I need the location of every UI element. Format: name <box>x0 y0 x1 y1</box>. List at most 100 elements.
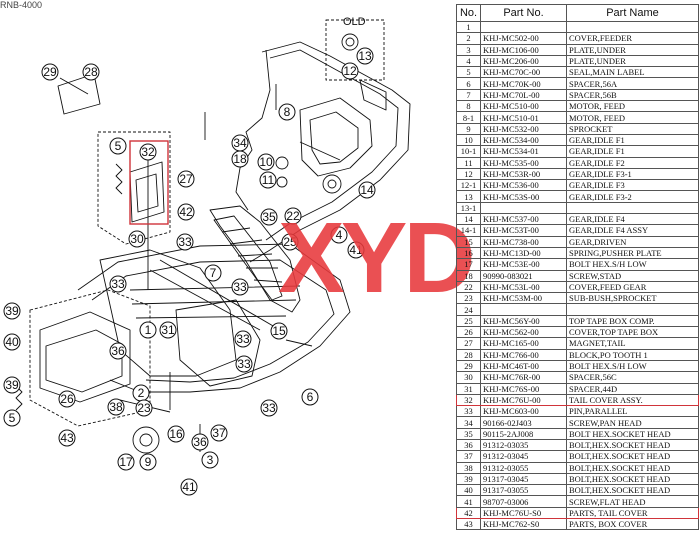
exploded-view-diagram: OLD 1 2 3 4 5 5 6 7 8 9 10 11 12 13 14 1… <box>3 16 411 496</box>
old-label: OLD <box>343 16 366 28</box>
cell-no: 18 <box>456 269 481 282</box>
cell-part-no: KHJ-MC766-00 <box>480 348 567 361</box>
cell-part-name: COVER,TOP TAPE BOX <box>566 326 699 339</box>
cell-no: 34 <box>456 416 481 429</box>
table-header-row: No. Part No. Part Name <box>456 4 699 22</box>
callout-2: 2 <box>132 384 150 402</box>
cell-part-name: GEAR,IDLE F4 <box>566 213 699 226</box>
svg-text:25: 25 <box>283 235 297 249</box>
cell-part-name: BOLT,HEX.SOCKET HEAD <box>566 461 699 474</box>
callout-5-bottom: 5 <box>3 409 21 427</box>
callout-23: 23 <box>135 399 153 417</box>
cell-part-name: PIN,PARALLEL <box>566 405 699 418</box>
cell-part-name: PARTS, TAIL COVER <box>566 506 699 520</box>
cell-part-name: SCREW,STAD <box>566 269 699 282</box>
cell-part-no: 98707-03006 <box>480 495 567 508</box>
cell-no: 2 <box>456 32 481 45</box>
cell-part-no: 90115-2AJ008 <box>480 427 567 440</box>
callout-36-b: 36 <box>191 433 209 451</box>
svg-text:16: 16 <box>169 427 183 441</box>
callout-32: 32 <box>139 143 157 161</box>
cell-part-no: KHJ-MC70K-00 <box>480 77 567 90</box>
svg-text:35: 35 <box>262 210 276 224</box>
svg-text:14: 14 <box>360 183 374 197</box>
cell-no: 12-1 <box>456 179 481 192</box>
svg-text:36: 36 <box>193 435 207 449</box>
cell-part-no: 91312-03045 <box>480 450 567 463</box>
callout-9: 9 <box>139 453 157 471</box>
cell-part-name: SPACER,56C <box>566 371 699 384</box>
cell-part-no: KHJ-MC53M-00 <box>480 292 567 305</box>
svg-text:22: 22 <box>286 209 300 223</box>
cell-part-no: KHJ-MC53T-00 <box>480 224 567 237</box>
cell-no: 38 <box>456 461 481 474</box>
cell-part-no: KHJ-MC534-01 <box>480 145 567 158</box>
svg-text:8: 8 <box>284 105 291 119</box>
callout-17: 17 <box>117 453 135 471</box>
cell-part-no: KHJ-MC502-00 <box>480 32 567 45</box>
cell-no: 24 <box>456 303 481 316</box>
cell-part-name: BOLT,HEX.SOCKET HEAD <box>566 484 699 497</box>
cell-part-name: COVER,FEED GEAR <box>566 280 699 294</box>
cell-part-no: KHJ-MC510-00 <box>480 100 567 113</box>
cell-part-no <box>480 201 567 215</box>
svg-text:30: 30 <box>130 232 144 246</box>
cell-no: 41 <box>456 495 481 508</box>
svg-text:6: 6 <box>307 390 314 404</box>
callout-16: 16 <box>167 425 185 443</box>
svg-text:18: 18 <box>233 152 247 166</box>
cell-no: 4 <box>456 54 481 68</box>
cell-part-name: TOP TAPE BOX COMP. <box>566 314 699 328</box>
cell-no: 11 <box>456 156 481 169</box>
cell-no: 31 <box>456 382 481 395</box>
cell-part-name: BOLT HEX.S/H LOW <box>566 258 699 271</box>
cell-part-no: KHJ-MC762-S0 <box>480 518 567 531</box>
callout-1: 1 <box>139 321 157 339</box>
callout-33-c: 33 <box>231 278 249 296</box>
cell-part-name: TAIL COVER ASSY. <box>566 393 699 407</box>
cell-no: 14 <box>456 213 481 226</box>
callout-34: 34 <box>231 134 249 152</box>
cell-part-no: KHJ-MC70L-00 <box>480 88 567 102</box>
svg-text:23: 23 <box>137 401 151 415</box>
cell-part-name: GEAR,IDLE F3 <box>566 179 699 192</box>
cell-no: 37 <box>456 450 481 463</box>
cell-part-name: BOLT,HEX.SOCKET HEAD <box>566 450 699 463</box>
cell-no: 10 <box>456 133 481 147</box>
cell-part-name: GEAR,IDLE F1 <box>566 145 699 158</box>
svg-text:32: 32 <box>141 145 155 159</box>
cell-part-no: KHJ-MC53L-00 <box>480 280 567 294</box>
cell-part-name: SPROCKET <box>566 122 699 135</box>
cell-part-no: KHJ-MC70C-00 <box>480 66 567 79</box>
callout-3: 3 <box>201 451 219 469</box>
cell-part-name <box>566 20 699 34</box>
cell-part-name: MAGNET,TAIL <box>566 337 699 350</box>
callout-6: 6 <box>301 388 319 406</box>
svg-text:37: 37 <box>212 426 226 440</box>
callout-33-a: 33 <box>176 233 194 251</box>
callout-36-a: 36 <box>109 342 127 360</box>
cell-no: 26 <box>456 326 481 339</box>
svg-text:29: 29 <box>43 65 57 79</box>
cell-no: 17 <box>456 258 481 271</box>
